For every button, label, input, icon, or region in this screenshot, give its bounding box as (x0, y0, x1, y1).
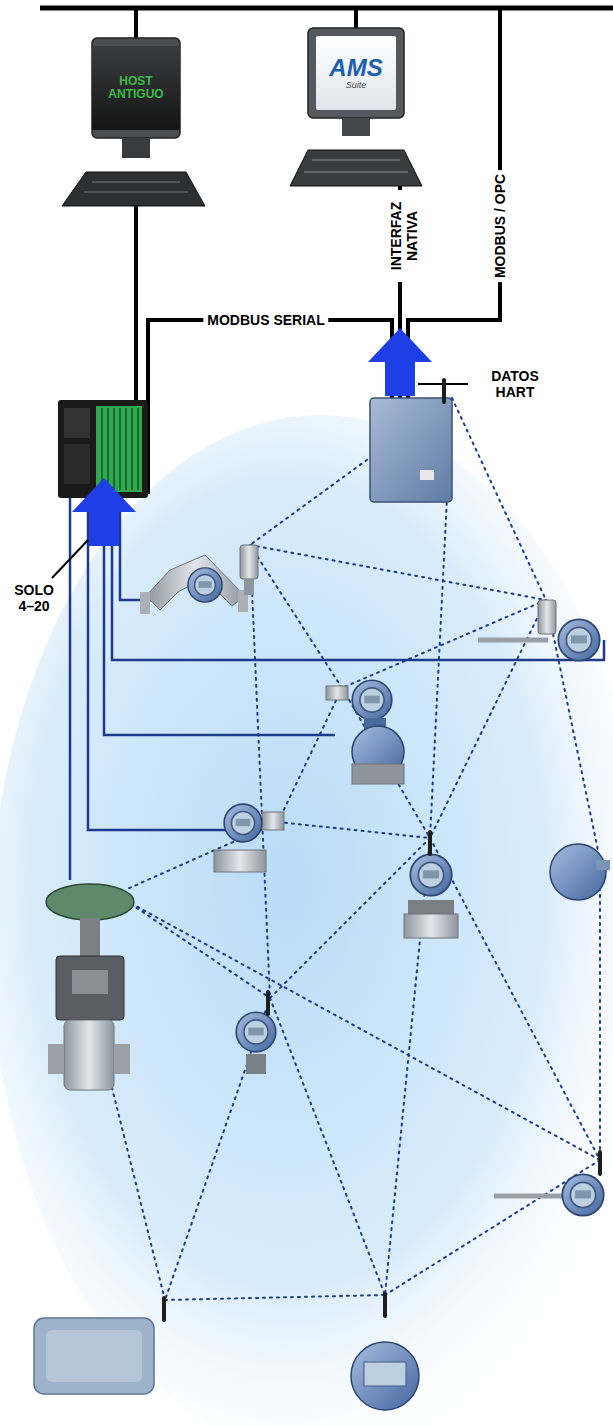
sensor-plug (326, 686, 348, 700)
monitor-bezel (308, 28, 404, 118)
analog-wire (112, 498, 604, 660)
keyboard-keys (304, 160, 408, 172)
analog-wire (69, 498, 72, 880)
io-card-slots (102, 408, 138, 490)
keyboard (62, 172, 205, 206)
antenna (162, 1296, 166, 1322)
device-display (364, 1362, 406, 1386)
network-bus (40, 6, 613, 11)
screen-text: AMS (329, 55, 382, 81)
transmitter-head (236, 1012, 276, 1052)
analog-wire (104, 498, 335, 735)
transmitter-head (558, 619, 599, 660)
flange (114, 1044, 130, 1074)
wireless-link (100, 398, 600, 1300)
temperature-sensor (538, 600, 556, 634)
antenna (598, 1150, 602, 1176)
temperature-probe (478, 638, 548, 643)
valve-actuator (46, 884, 134, 920)
screen-text: HOST ANTIGUO (92, 75, 180, 101)
monitor-screen: HOST ANTIGUO (92, 46, 180, 130)
pressure-manifold (214, 850, 266, 872)
transmitter-head (224, 804, 262, 842)
mesh-ground (0, 415, 613, 1426)
device-housing (550, 844, 606, 900)
leader-line (52, 540, 88, 578)
keyboard (290, 150, 422, 186)
data-arrow (368, 328, 432, 396)
gateway-plate (420, 470, 434, 480)
valve-body (64, 1020, 114, 1090)
monitor-stand (342, 118, 370, 136)
flange (48, 1044, 64, 1074)
monitor-stand (122, 138, 150, 158)
pressure-manifold (404, 914, 458, 938)
analog-wire (70, 498, 604, 880)
device-housing (351, 1342, 419, 1410)
transmitter-head (352, 680, 392, 720)
arrow-label: SOLO 4–20 (9, 580, 59, 616)
coriolis-meter (146, 555, 245, 610)
antenna (266, 990, 270, 1016)
transmitter-head (188, 568, 222, 602)
keyboard-keys (84, 182, 188, 192)
monitor-bezel (92, 38, 180, 138)
io-card-part (64, 444, 90, 484)
sensor-plug (262, 812, 284, 830)
positioner-display (72, 970, 108, 994)
valve-positioner (56, 956, 124, 1020)
io-card-slots (96, 406, 142, 492)
transmitter-head (562, 1174, 603, 1215)
bus-label: INTERFAZ NATIVA (386, 190, 422, 282)
neck (246, 1054, 266, 1074)
arrow-label: DATOS HART (483, 366, 547, 402)
screen-text: Suite (346, 81, 367, 91)
antenna (428, 830, 432, 856)
io-card-part (64, 408, 90, 438)
antenna (383, 1292, 387, 1318)
data-arrow (72, 478, 136, 546)
analog-wire (120, 498, 160, 600)
transmitter-head (410, 854, 451, 895)
monitor-screen: AMSSuite (316, 36, 396, 110)
neck (408, 900, 454, 914)
analog-wire (88, 498, 262, 830)
antenna (442, 378, 446, 404)
temperature-probe (494, 1194, 566, 1199)
flange (352, 764, 404, 784)
temperature-probe (244, 579, 254, 595)
gateway (370, 398, 452, 502)
temperature-sensor (240, 545, 258, 579)
device-enclosure (34, 1318, 154, 1394)
device-lid (46, 1330, 142, 1382)
valve-yoke (80, 918, 100, 958)
device-conduit (596, 860, 610, 870)
flange (140, 592, 150, 614)
bus-label: MODBUS / OPC (490, 170, 510, 282)
bus-label: MODBUS SERIAL (203, 310, 328, 330)
